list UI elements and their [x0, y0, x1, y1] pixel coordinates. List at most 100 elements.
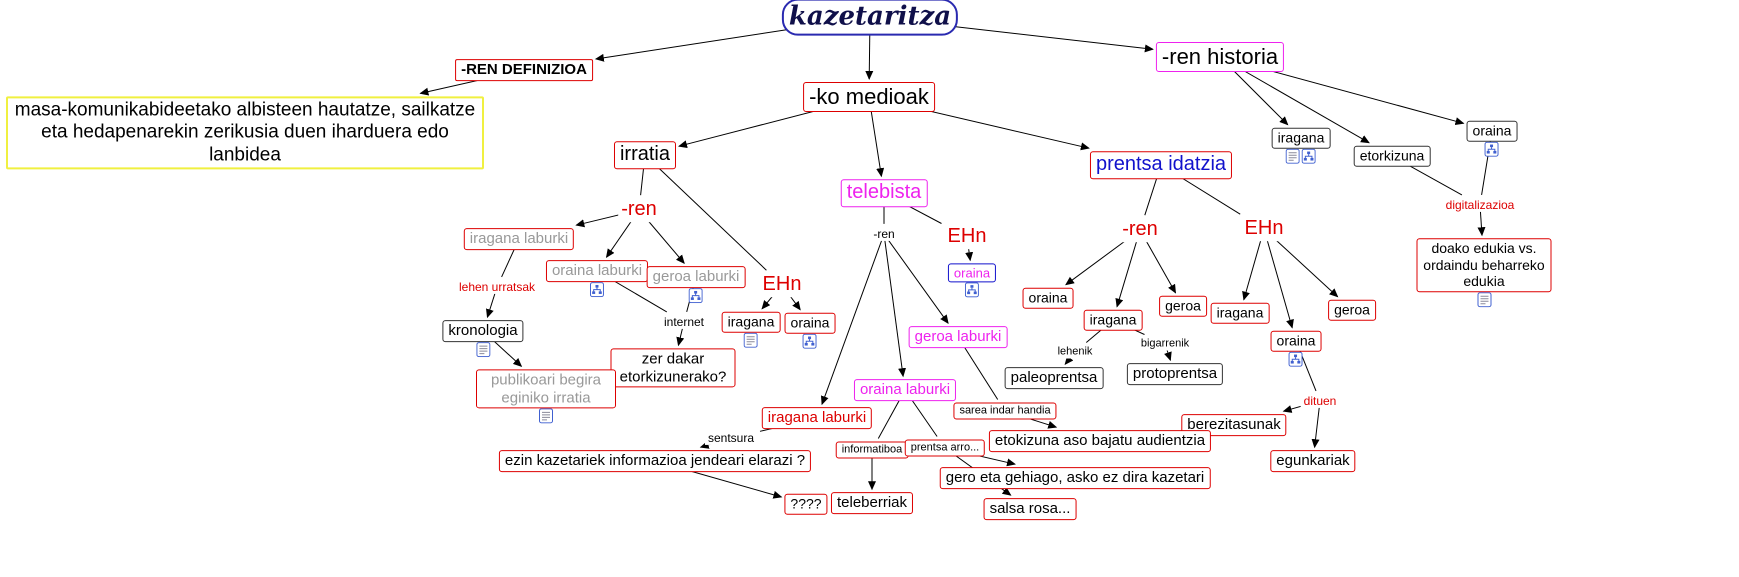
node-label: ???? — [790, 495, 822, 512]
edge-dituen--egunkariak — [1311, 400, 1321, 449]
node-geroa-laburki-irratia[interactable]: geroa laburki — [646, 266, 746, 303]
node-label: dituen — [1303, 393, 1337, 408]
node-iragana-historia[interactable]: iragana — [1271, 127, 1331, 164]
node-label: masa-komunikabideetako albisteen hautatz… — [14, 99, 476, 166]
node-ren-prentsa[interactable]: -ren — [1119, 218, 1161, 242]
node-ezin-kazetariek[interactable]: ezin kazetariek informazioa jendeari ela… — [498, 450, 812, 472]
edge-ehn-prentsa--oraina-ehn-prentsa — [1263, 228, 1294, 329]
node-digitalizazioa[interactable]: digitalizazioa — [1442, 197, 1518, 213]
node-label: bigarrenik — [1140, 337, 1190, 350]
node-oraina-ehn-prentsa[interactable]: oraina — [1270, 330, 1322, 367]
node-label: teleberriak — [836, 494, 908, 512]
node-oraina-laburki-irratia[interactable]: oraina laburki — [545, 260, 649, 297]
node-oraina-ehn-telebista[interactable]: oraina — [947, 263, 997, 298]
node-label: etorkizuna — [1359, 147, 1425, 164]
document-resource-icon[interactable] — [476, 341, 490, 357]
node-informatiboa[interactable]: informatiboa — [835, 441, 909, 459]
node-label: iragana laburki — [469, 230, 569, 248]
node-zer-dakar[interactable]: zer dakar etorkizunerako? — [610, 348, 736, 388]
resource-icon-row — [1477, 291, 1491, 307]
group-resource-icon[interactable] — [689, 287, 703, 303]
node-telebista[interactable]: telebista — [840, 179, 928, 207]
node-prentsa-idatzia[interactable]: prentsa idatzia — [1089, 151, 1233, 179]
document-resource-icon[interactable] — [539, 408, 553, 424]
node-label: oraina — [953, 265, 991, 281]
node-oraina-historia[interactable]: oraina — [1466, 120, 1518, 157]
node-iragana-laburki-irratia[interactable]: iragana laburki — [463, 228, 575, 250]
node-teleberriak[interactable]: teleberriak — [830, 492, 914, 514]
node-dituen[interactable]: dituen — [1300, 393, 1340, 409]
node-label: zer dakar etorkizunerako? — [619, 350, 727, 385]
node-label: EHn — [1244, 217, 1284, 240]
node-geroa-prentsa[interactable]: geroa — [1159, 295, 1207, 317]
document-resource-icon[interactable] — [743, 332, 758, 348]
node-label: berezitasunak — [1187, 416, 1281, 434]
node-iragana-prentsa[interactable]: iragana — [1083, 309, 1143, 331]
edge-ren-telebista--iragana-laburki-telebista — [820, 233, 885, 406]
node-egunkariak[interactable]: egunkariak — [1270, 450, 1356, 472]
node-definizioa[interactable]: masa-komunikabideetako albisteen hautatz… — [6, 96, 484, 170]
node-label: EHn — [947, 225, 987, 248]
node-label: prentsa idatzia — [1095, 153, 1227, 176]
node-label: geroa laburki — [652, 268, 740, 286]
node-sarea-indar-handia[interactable]: sarea indar handia — [953, 402, 1057, 420]
node-sentsura[interactable]: sentsura — [704, 430, 758, 446]
node-oraina-ehn-irratia[interactable]: oraina — [784, 312, 836, 349]
node-ren-irratia[interactable]: -ren — [618, 198, 660, 222]
node-label: ezin kazetariek informazioa jendeari ela… — [504, 452, 806, 470]
node-label: lehenik — [1057, 345, 1093, 358]
node-ren-telebista[interactable]: -ren — [870, 226, 898, 242]
node-ehn-irratia[interactable]: EHn — [759, 273, 805, 297]
node-kazetaritza[interactable]: kazetaritza — [781, 0, 959, 36]
group-resource-icon[interactable] — [590, 281, 604, 297]
node-internet[interactable]: internet — [660, 314, 708, 330]
node-oraina-laburki-telebista[interactable]: oraina laburki — [853, 379, 957, 401]
node-ehn-telebista[interactable]: EHn — [944, 225, 990, 249]
node-label: kazetaritza — [788, 1, 952, 32]
node-lehenik[interactable]: lehenik — [1054, 345, 1096, 359]
node-prentsa-arro[interactable]: prentsa arro... — [904, 439, 986, 457]
node-label: etokizuna aso bajatu audientzia — [994, 432, 1206, 450]
document-resource-icon[interactable] — [1477, 291, 1491, 307]
node-etorkizuna[interactable]: etorkizuna — [1353, 145, 1431, 167]
node-label: -ren — [873, 226, 895, 241]
node-bigarrenik[interactable]: bigarrenik — [1137, 337, 1193, 351]
node-publikoari[interactable]: publikoari begira eginiko irratia — [476, 369, 616, 424]
node-galdera[interactable]: ???? — [784, 493, 828, 515]
node-etokizuna-audientzia[interactable]: etokizuna aso bajatu audientzia — [988, 430, 1212, 452]
node-label: -ko medioak — [809, 84, 929, 110]
group-resource-icon[interactable] — [802, 333, 817, 349]
node-salsa-rosa[interactable]: salsa rosa... — [983, 498, 1077, 520]
node-label: doako edukia vs. ordaindu beharreko eduk… — [1423, 240, 1545, 290]
group-resource-icon[interactable] — [1288, 351, 1303, 367]
node-gero-eta-gehiago[interactable]: gero eta gehiago, asko ez dira kazetari — [939, 467, 1211, 489]
edge-ren-prentsa--iragana-prentsa — [1115, 229, 1141, 308]
node-iragana-ehn-prentsa[interactable]: iragana — [1210, 302, 1270, 324]
node-iragana-laburki-telebista[interactable]: iragana laburki — [761, 407, 873, 429]
node-ren-definizioa[interactable]: -REN DEFINIZIOA — [455, 59, 593, 81]
group-resource-icon[interactable] — [964, 282, 979, 298]
node-protoprentsa[interactable]: protoprentsa — [1126, 363, 1224, 385]
node-label: oraina laburki — [859, 381, 951, 399]
node-kronologia[interactable]: kronologia — [442, 320, 524, 357]
group-resource-icon[interactable] — [1484, 141, 1499, 157]
node-geroa-ehn-prentsa[interactable]: geroa — [1328, 299, 1376, 321]
resource-icon-row — [1285, 148, 1316, 164]
node-lehen-urratsak[interactable]: lehen urratsak — [455, 279, 539, 295]
node-iragana-ehn-irratia[interactable]: iragana — [721, 311, 781, 348]
node-label: irratia — [619, 143, 671, 166]
group-resource-icon[interactable] — [1301, 148, 1316, 164]
node-geroa-laburki-telebista[interactable]: geroa laburki — [908, 326, 1008, 348]
node-ko-medioak[interactable]: -ko medioak — [803, 82, 935, 112]
node-oraina-prentsa[interactable]: oraina — [1022, 287, 1074, 309]
edge-ren-telebista--geroa-laburki-telebista — [883, 233, 949, 325]
document-resource-icon[interactable] — [1285, 148, 1300, 164]
node-paleoprentsa[interactable]: paleoprentsa — [1004, 367, 1104, 389]
node-doako[interactable]: doako edukia vs. ordaindu beharreko eduk… — [1416, 238, 1552, 307]
node-label: kronologia — [448, 322, 518, 340]
node-label: protoprentsa — [1132, 365, 1218, 383]
node-ehn-prentsa[interactable]: EHn — [1241, 217, 1287, 241]
node-irratia[interactable]: irratia — [613, 141, 677, 169]
node-ren-historia[interactable]: -ren historia — [1155, 42, 1285, 72]
